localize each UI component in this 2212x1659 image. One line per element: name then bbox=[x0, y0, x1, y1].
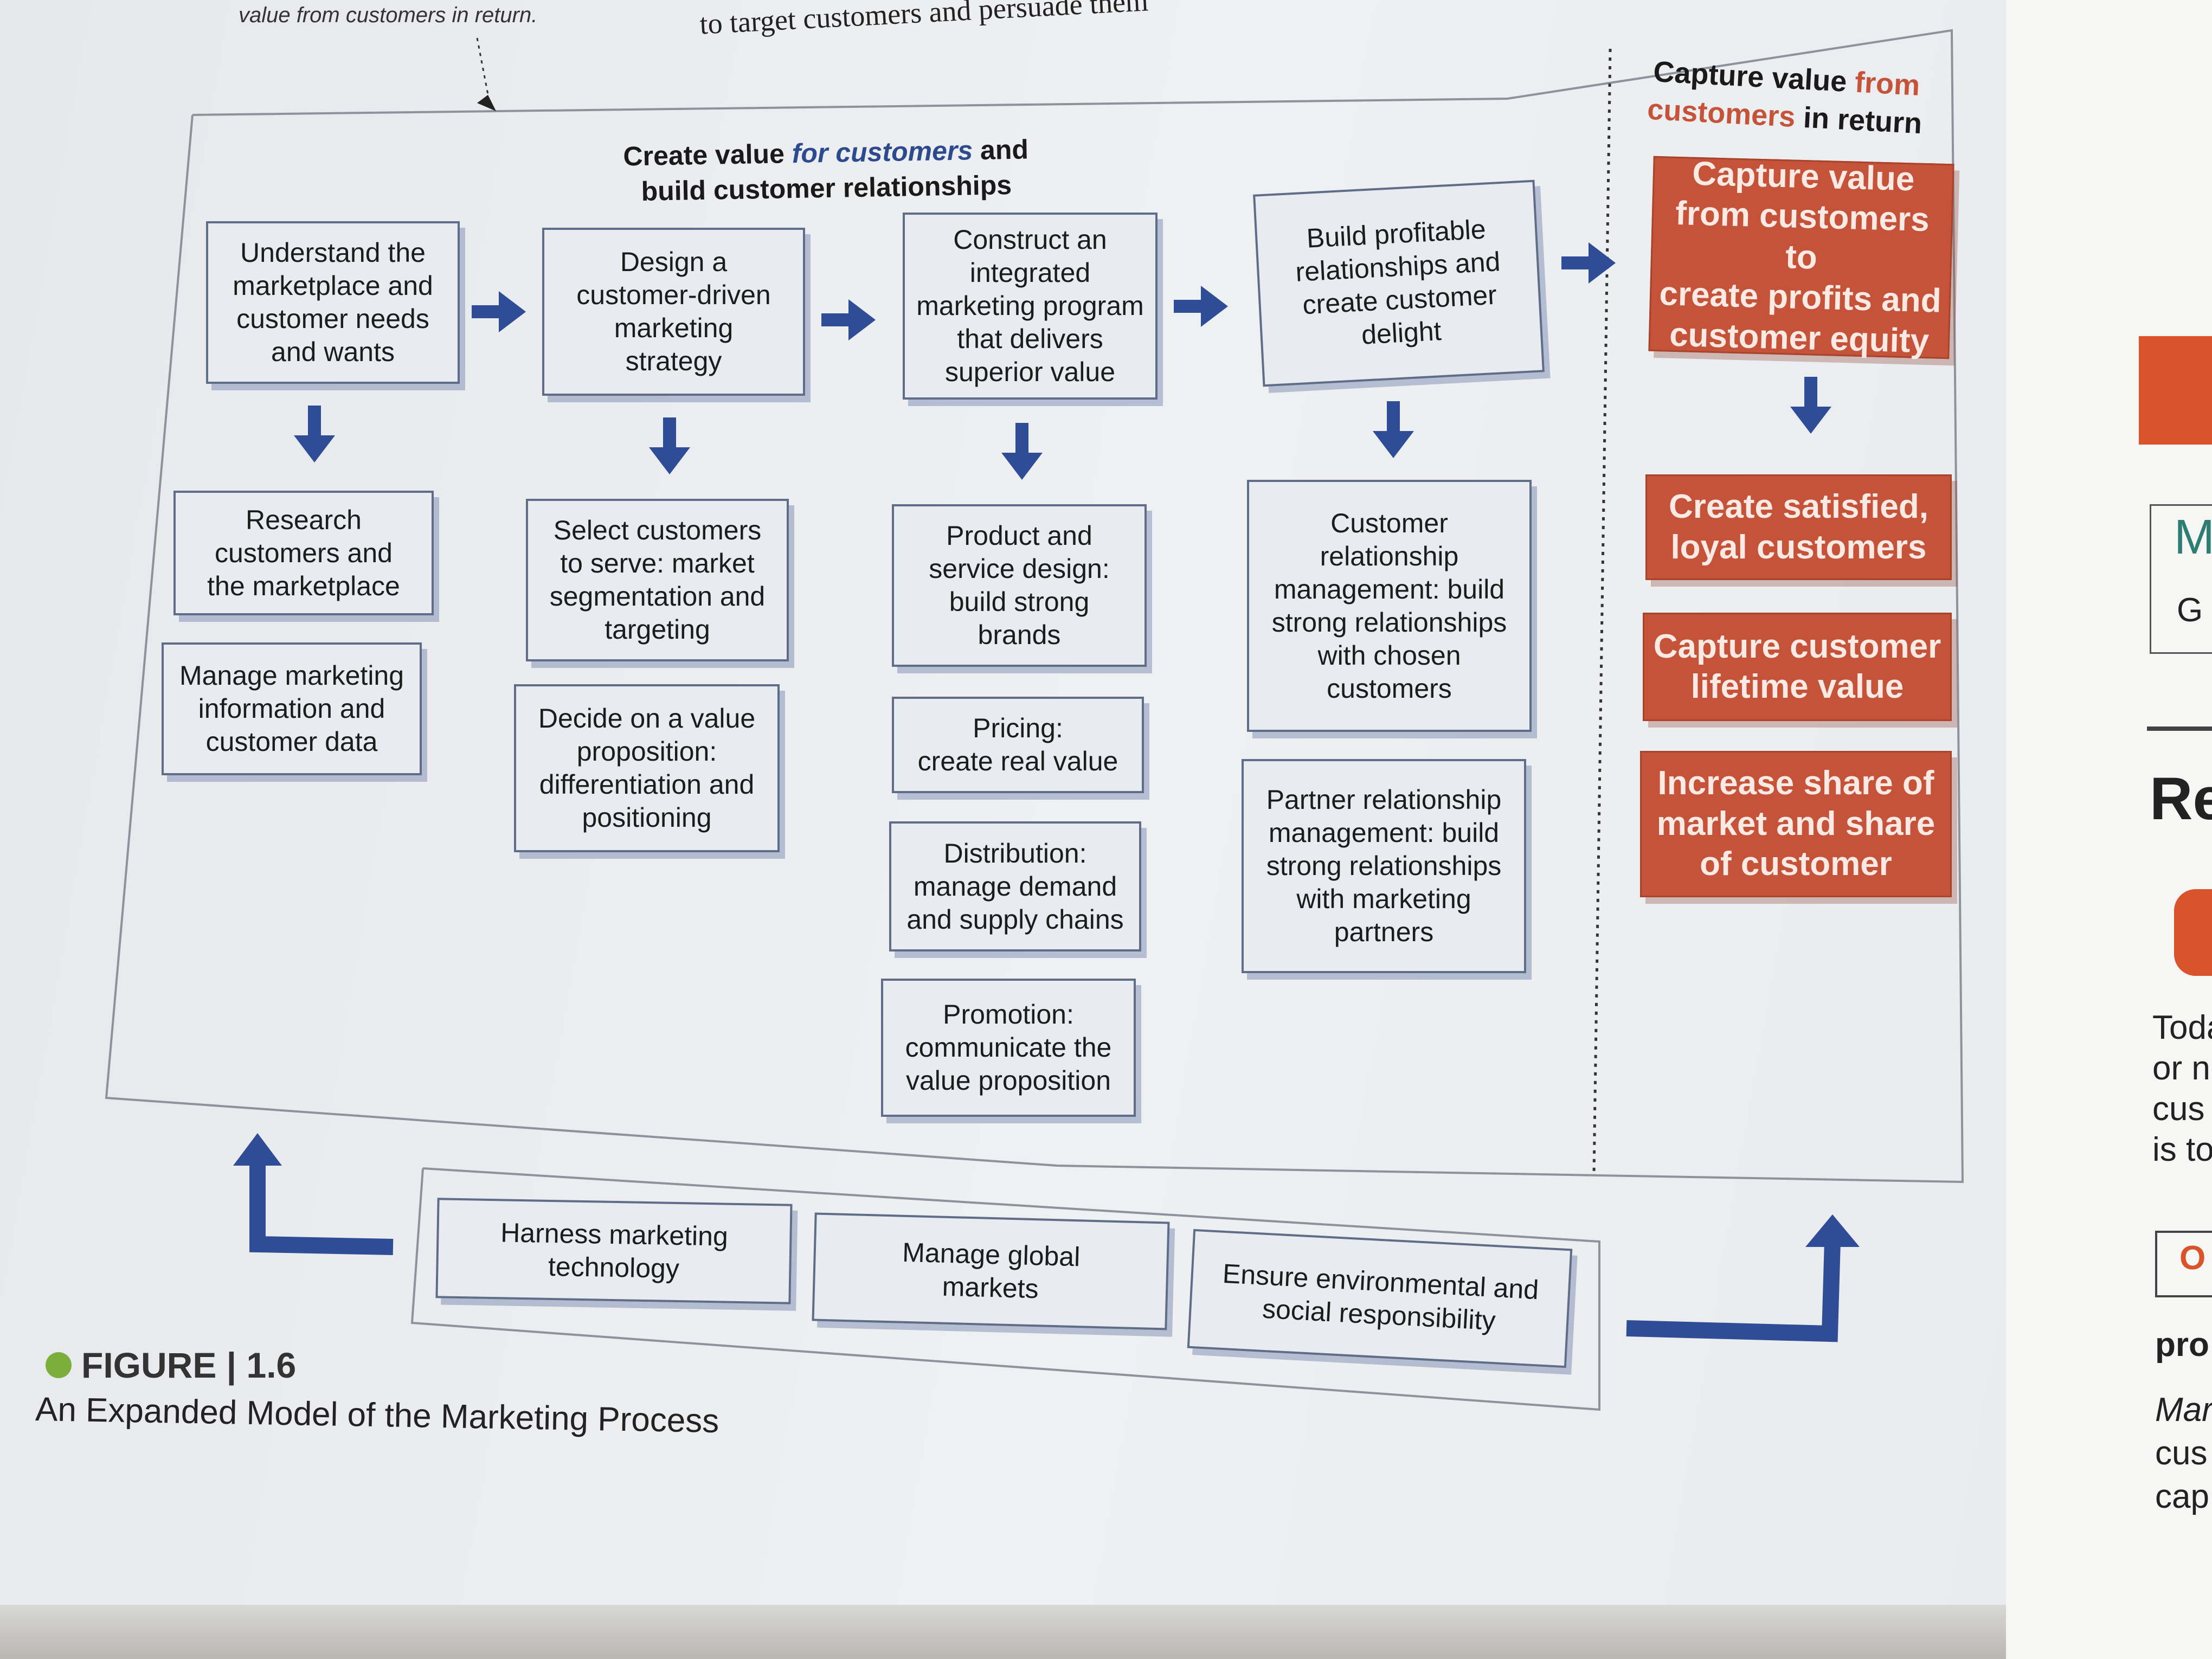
facing-page-box bbox=[2150, 504, 2212, 654]
facing-text-m: M bbox=[2174, 510, 2212, 564]
top-note: value from customers in return. bbox=[239, 3, 538, 27]
step-understand-marketplace: Understand the marketplace and customer … bbox=[206, 221, 460, 384]
share-of-market-box: Increase share of market and share of cu… bbox=[1640, 751, 1952, 897]
product-design-box: Product and service design: build strong… bbox=[892, 504, 1147, 667]
arrow-down-3 bbox=[1001, 423, 1043, 480]
facing-text-2: or n bbox=[2152, 1050, 2210, 1087]
distribution-box: Distribution: manage demand and supply c… bbox=[889, 821, 1141, 951]
manage-information-box: Manage marketing information and custome… bbox=[162, 642, 422, 775]
arrow-up-left bbox=[233, 1133, 282, 1166]
prm-box: Partner relationship management: build s… bbox=[1242, 759, 1526, 973]
figure-label: FIGURE | 1.6 bbox=[81, 1345, 297, 1385]
facing-text-1: Toda bbox=[2152, 1009, 2212, 1046]
research-customers-box: Research customers and the marketplace bbox=[173, 491, 434, 615]
facing-box-2 bbox=[2155, 1231, 2212, 1297]
figure-bullet-icon bbox=[46, 1352, 72, 1378]
select-customers-box: Select customers to serve: market segmen… bbox=[526, 499, 789, 661]
arrow-right-4 bbox=[1561, 242, 1616, 284]
arrow-down-4 bbox=[1373, 401, 1414, 458]
lifetime-value-box: Capture customer lifetime value bbox=[1643, 613, 1952, 721]
diagram-frame bbox=[105, 29, 1964, 1411]
facing-text-7: cus bbox=[2155, 1435, 2208, 1472]
facing-text-8: cap bbox=[2155, 1478, 2209, 1515]
step-design-strategy: Design a customer-driven marketing strat… bbox=[542, 228, 805, 396]
satisfied-customers-box: Create satisfied, loyal customers bbox=[1645, 474, 1952, 580]
step-construct-program: Construct an integrated marketing progra… bbox=[903, 213, 1158, 400]
arrow-up-right bbox=[1805, 1214, 1860, 1247]
arrow-down-5 bbox=[1790, 377, 1831, 434]
page-edge bbox=[0, 1605, 2006, 1659]
facing-text-4: is to bbox=[2152, 1131, 2212, 1168]
facing-text-3: cus bbox=[2152, 1090, 2205, 1128]
pricing-box: Pricing: create real value bbox=[892, 697, 1144, 793]
facing-text-o: O bbox=[2179, 1239, 2206, 1277]
facing-text-5: pro bbox=[2155, 1326, 2209, 1364]
facing-page bbox=[2006, 0, 2212, 1659]
arrows bbox=[233, 242, 1860, 1342]
arrow-right-3 bbox=[1174, 286, 1228, 327]
facing-rule bbox=[2147, 726, 2212, 731]
arrow-right-1 bbox=[472, 291, 526, 332]
promotion-box: Promotion: communicate the value proposi… bbox=[881, 979, 1136, 1117]
facing-text-6: Mar bbox=[2155, 1391, 2212, 1429]
facing-text-g: G bbox=[2177, 591, 2203, 629]
arrow-down-1 bbox=[294, 406, 335, 462]
arrow-right-2 bbox=[821, 299, 876, 340]
facing-accent bbox=[2174, 889, 2212, 976]
value-proposition-box: Decide on a value proposition: different… bbox=[514, 684, 780, 852]
arrow-down-2 bbox=[649, 417, 690, 474]
facing-heading: Re bbox=[2150, 766, 2212, 832]
facing-page-badge bbox=[2139, 336, 2212, 445]
crm-box: Customer relationship management: build … bbox=[1247, 480, 1532, 732]
